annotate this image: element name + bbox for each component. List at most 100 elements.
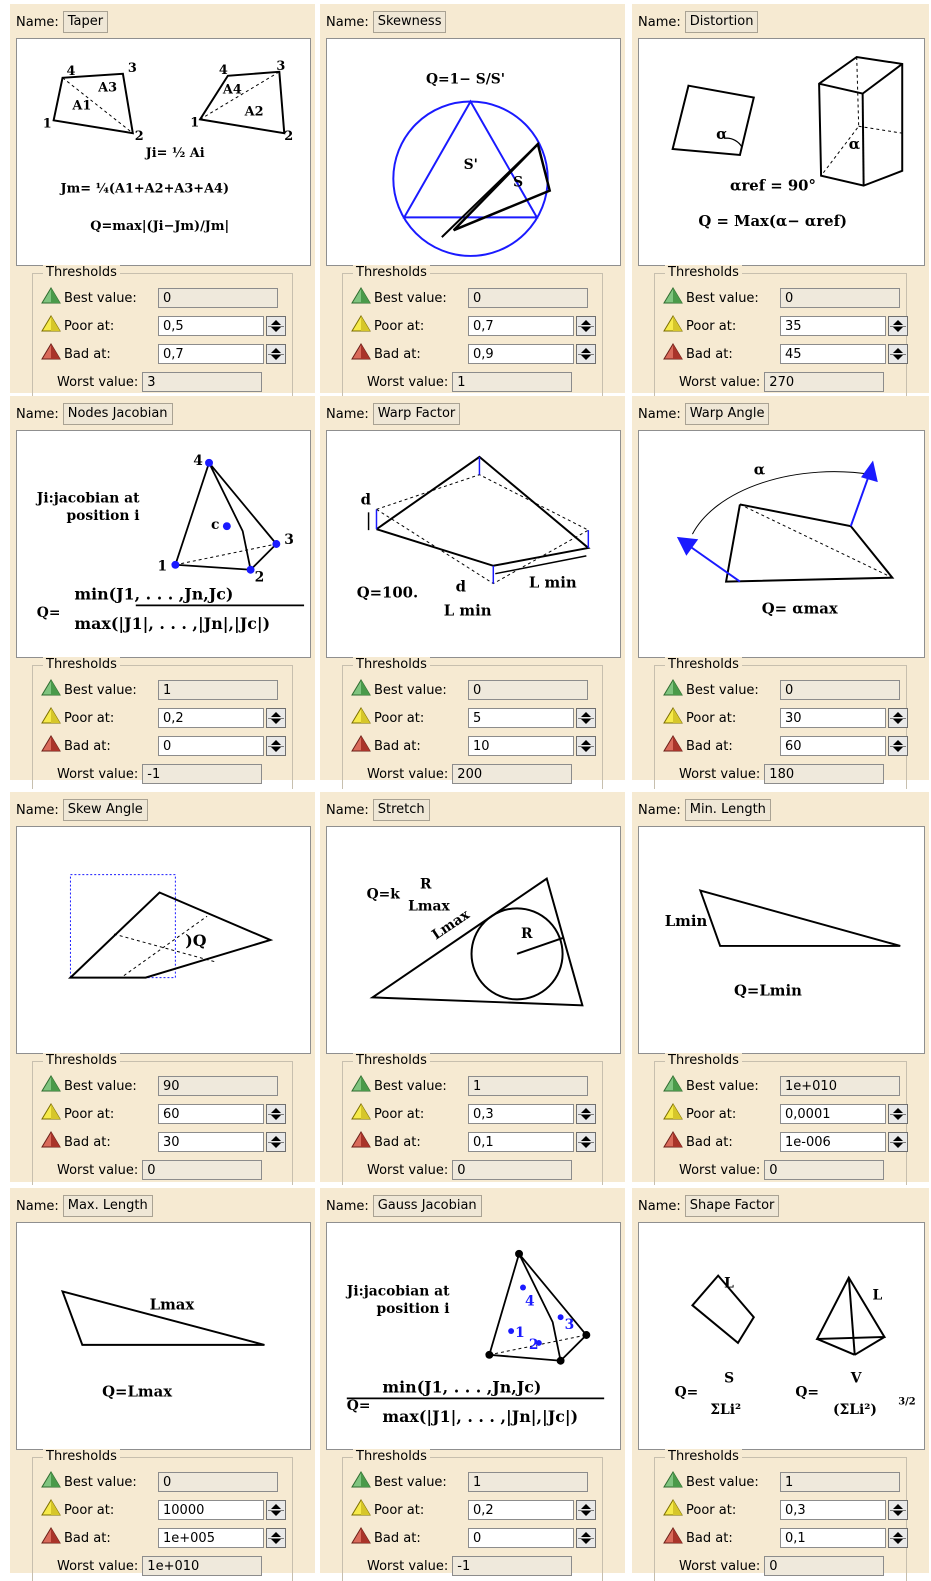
poor-at-input[interactable]: 30 [780,708,886,728]
poor-at-spinner[interactable] [576,708,596,728]
bad-at-input[interactable]: 45 [780,344,886,364]
poor-at-icon [663,1499,686,1521]
bad-at-spinner[interactable] [266,736,286,756]
poor-at-input[interactable]: 0,2 [158,708,264,728]
best-value-row: Best value: 0 [41,287,278,309]
bad-at-spinner[interactable] [888,344,908,364]
metric-panel: Name: Max. Length Lmax Q=Lmax Thresholds… [10,1188,315,1581]
best-value-field: 0 [158,288,278,308]
best-value-icon [41,287,64,309]
max-length-label: Lmax [150,1296,195,1313]
thresholds-group: Thresholds Best value: 0 Poor at: 0,5 Ba… [32,265,293,397]
name-row: Name: Shape Factor [638,1195,780,1217]
bad-at-spinner[interactable] [888,736,908,756]
poor-at-input[interactable]: 0,3 [468,1104,574,1124]
bad-at-spinner[interactable] [266,1132,286,1152]
metric-panel: Name: Nodes Jacobian Ji:jacobian at posi… [10,396,315,789]
poor-at-row: Poor at: 0,2 [41,707,286,729]
best-value-label: Best value: [374,1474,447,1490]
taper-formula-jm: Jm= ¼(A1+A2+A3+A4) [60,182,230,197]
poor-at-spinner[interactable] [576,1104,596,1124]
bad-at-spinner[interactable] [888,1132,908,1152]
best-value-label: Best value: [686,290,759,306]
name-label: Name: [638,802,681,818]
poor-at-spinner[interactable] [888,316,908,336]
poor-at-spinner[interactable] [266,1104,286,1124]
metric-panel: Name: Min. Length Lmin Q=Lmin Thresholds… [632,792,929,1185]
bad-at-input[interactable]: 1e-006 [780,1132,886,1152]
bad-at-input[interactable]: 30 [158,1132,264,1152]
metric-panel: Name: Shape Factor L L Q= S ΣLi² Q= V (Σ… [632,1188,929,1581]
poor-at-spinner[interactable] [266,1500,286,1520]
bad-at-input[interactable]: 0 [158,736,264,756]
taper-area-2: A2 [244,104,264,119]
bad-at-spinner[interactable] [576,1528,596,1548]
worst-value-field: 0 [452,1160,573,1180]
poor-at-input[interactable]: 0,2 [468,1500,574,1520]
best-value-row: Best value: 0 [351,679,588,701]
bad-at-spinner[interactable] [266,1528,286,1548]
thresholds-legend: Thresholds [43,1449,120,1464]
best-value-label: Best value: [64,682,137,698]
gauss-jacobian-num: min(J1, . . . ,Jn,Jc) [382,1377,541,1396]
poor-at-input[interactable]: 0,3 [780,1500,886,1520]
best-value-label: Best value: [686,1078,759,1094]
bad-at-row: Bad at: 60 [663,735,908,757]
thresholds-group: Thresholds Best value: 0 Poor at: 30 Bad… [654,657,908,789]
bad-at-spinner[interactable] [888,1528,908,1548]
name-field: Stretch [372,799,430,821]
distortion-alpha-3d: α [849,136,861,153]
worst-value-row: Worst value: 0 [41,1159,263,1181]
bad-at-input[interactable]: 0 [468,1528,574,1548]
poor-at-spinner[interactable] [266,316,286,336]
bad-at-input[interactable]: 0,1 [780,1528,886,1548]
bad-at-input[interactable]: 60 [780,736,886,756]
best-value-row: Best value: 1 [351,1075,588,1097]
bad-at-input[interactable]: 0,7 [158,344,264,364]
poor-at-input[interactable]: 60 [158,1104,264,1124]
poor-at-spinner[interactable] [888,708,908,728]
poor-at-input[interactable]: 35 [780,316,886,336]
poor-at-input[interactable]: 5 [468,708,574,728]
bad-at-spinner[interactable] [576,344,596,364]
bad-at-row: Bad at: 45 [663,343,908,365]
shape-factor-sum2: (ΣLi²) [833,1402,877,1418]
bad-at-input[interactable]: 0,9 [468,344,574,364]
metric-diagram: α α αref = 90° Q = Max(α− αref) [638,38,925,266]
poor-at-row: Poor at: 0,5 [41,315,286,337]
best-value-icon [351,679,374,701]
poor-at-input[interactable]: 0,7 [468,316,574,336]
bad-at-spinner[interactable] [266,344,286,364]
min-length-label: Lmin [665,913,708,930]
bad-at-spinner[interactable] [576,736,596,756]
skewness-formula: Q=1− S/S' [426,72,505,88]
poor-at-input[interactable]: 10000 [158,1500,264,1520]
gauss-jacobian-n2: 2 [529,1337,539,1353]
name-field: Gauss Jacobian [372,1195,482,1217]
thresholds-legend: Thresholds [43,1053,120,1068]
bad-at-input[interactable]: 1e+005 [158,1528,264,1548]
poor-at-spinner[interactable] [576,316,596,336]
best-value-icon [351,287,374,309]
name-row: Name: Skew Angle [16,799,148,821]
poor-at-input[interactable]: 0,5 [158,316,264,336]
bad-at-row: Bad at: 0,7 [41,343,286,365]
taper-area-1: A1 [71,98,91,113]
bad-at-input[interactable]: 10 [468,736,574,756]
thresholds-legend: Thresholds [353,1053,430,1068]
bad-at-icon [351,1131,374,1153]
poor-at-spinner[interactable] [888,1500,908,1520]
bad-at-spinner[interactable] [576,1132,596,1152]
best-value-row: Best value: 1 [351,1471,588,1493]
poor-at-input[interactable]: 0,0001 [780,1104,886,1124]
worst-value-label: Worst value: [367,766,449,782]
worst-value-field: -1 [452,1556,573,1576]
poor-at-spinner[interactable] [888,1104,908,1124]
name-row: Name: Nodes Jacobian [16,403,173,425]
poor-at-spinner[interactable] [576,1500,596,1520]
bad-at-label: Bad at: [686,738,733,754]
bad-at-input[interactable]: 0,1 [468,1132,574,1152]
best-value-icon [41,1075,64,1097]
shape-factor-q2: Q= [795,1384,819,1400]
poor-at-spinner[interactable] [266,708,286,728]
